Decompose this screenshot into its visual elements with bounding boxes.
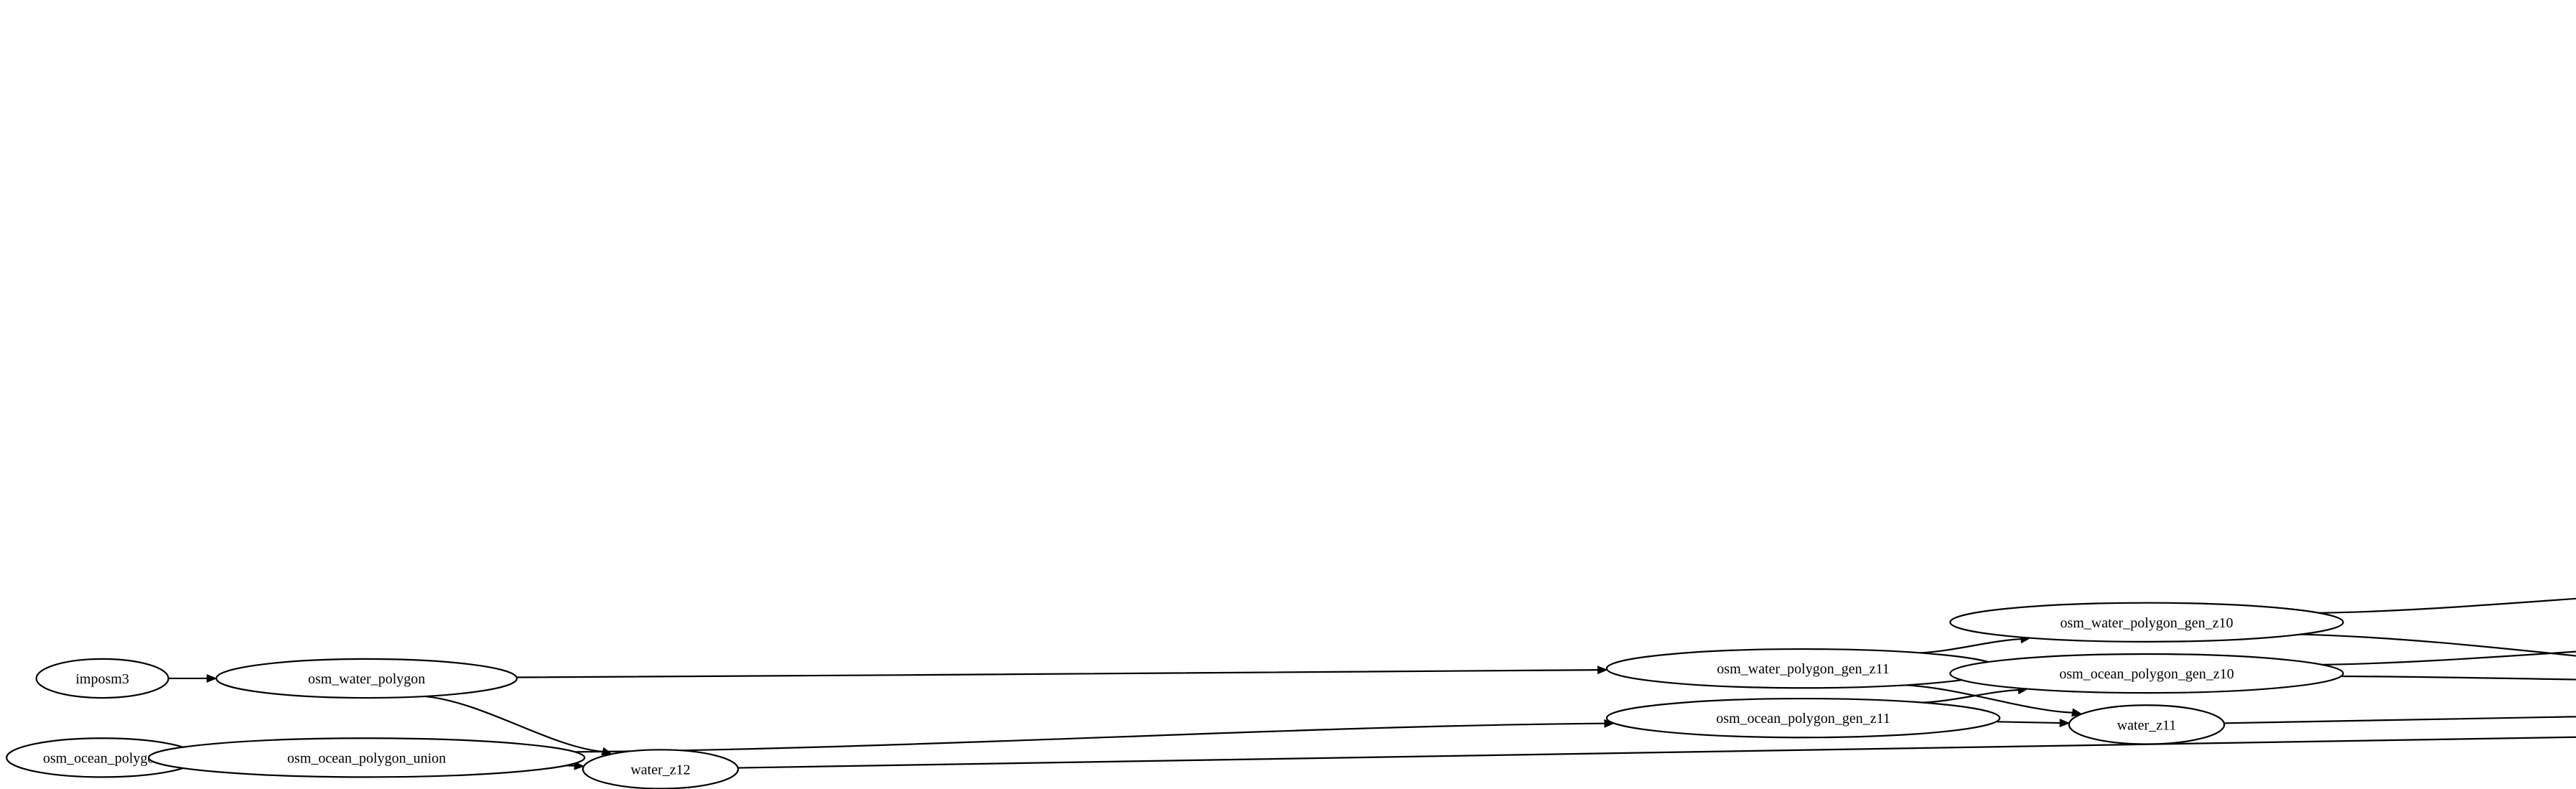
node-osm_water_polygon_gen_z11[interactable]: osm_water_polygon_gen_z11 [1605, 648, 2001, 689]
edge-arrowhead [1597, 666, 1608, 675]
node-osm_ocean_polygon_union[interactable]: osm_ocean_polygon_union [147, 737, 586, 778]
node-water_z12[interactable]: water_z12 [582, 749, 739, 789]
edge-osm_ocean_polygon_gen_z11-to-water_z11 [1996, 721, 2062, 724]
node-osm_ocean_polygon_gen_z10[interactable]: osm_ocean_polygon_gen_z10 [1949, 653, 2344, 694]
node-ellipse-osm_ocean_polygon_gen_z10 [1949, 653, 2344, 694]
node-ellipse-osm_water_polygon [215, 658, 518, 699]
node-imposm3[interactable]: imposm3 [35, 658, 169, 699]
nodes-layer: ne_110m_oceanne_110m_ocean_gen_z1ne_110m… [6, 602, 2344, 789]
edge-osm_water_polygon-to-water_z12 [424, 695, 605, 753]
edge-osm_ocean_polygon_union-to-osm_ocean_polygon_gen_z11 [574, 722, 1606, 753]
node-ellipse-osm_ocean_polygon_gen_z11 [1605, 697, 2001, 739]
edge-osm_water_polygon_gen_z11-to-osm_water_polygon_gen_z10 [1919, 638, 2022, 654]
node-ellipse-osm_ocean_polygon_union [147, 737, 586, 778]
edge-osm_ocean_polygon_gen_z10-to-osm_ocean_polygon_gen_z9 [2322, 650, 2576, 666]
node-water_z11[interactable]: water_z11 [2068, 704, 2226, 745]
edge-water_z12-to-layer_water-z12+ [737, 737, 2576, 769]
edge-osm_water_polygon_gen_z11-to-water_z11 [1905, 684, 2074, 714]
edge-osm_water_polygon_gen_z10-to-water_z10 [2300, 633, 2576, 657]
node-osm_ocean_polygon_gen_z11[interactable]: osm_ocean_polygon_gen_z11 [1605, 697, 2001, 739]
node-osm_water_polygon[interactable]: osm_water_polygon [215, 658, 518, 699]
node-ellipse-imposm3 [35, 658, 169, 699]
node-osm_water_polygon_gen_z10[interactable]: osm_water_polygon_gen_z10 [1949, 602, 2344, 643]
node-ellipse-water_z11 [2068, 704, 2226, 745]
edge-osm_water_polygon_gen_z10-to-osm_water_polygon_gen_z9 [2319, 597, 2576, 614]
edge-arrowhead [574, 761, 585, 770]
node-ellipse-water_z12 [582, 749, 739, 789]
edge-osm_water_polygon-to-osm_water_polygon_gen_z11 [516, 669, 1600, 678]
edge-osm_ocean_polygon_gen_z10-to-water_z10 [2341, 675, 2576, 681]
edge-osm_ocean_polygon_gen_z11-to-osm_ocean_polygon_gen_z10 [1922, 688, 2020, 704]
edge-arrowhead [2059, 719, 2071, 727]
node-ellipse-osm_water_polygon_gen_z10 [1949, 602, 2344, 643]
edge-arrowhead [206, 674, 218, 683]
node-ellipse-osm_water_polygon_gen_z11 [1605, 648, 2001, 689]
